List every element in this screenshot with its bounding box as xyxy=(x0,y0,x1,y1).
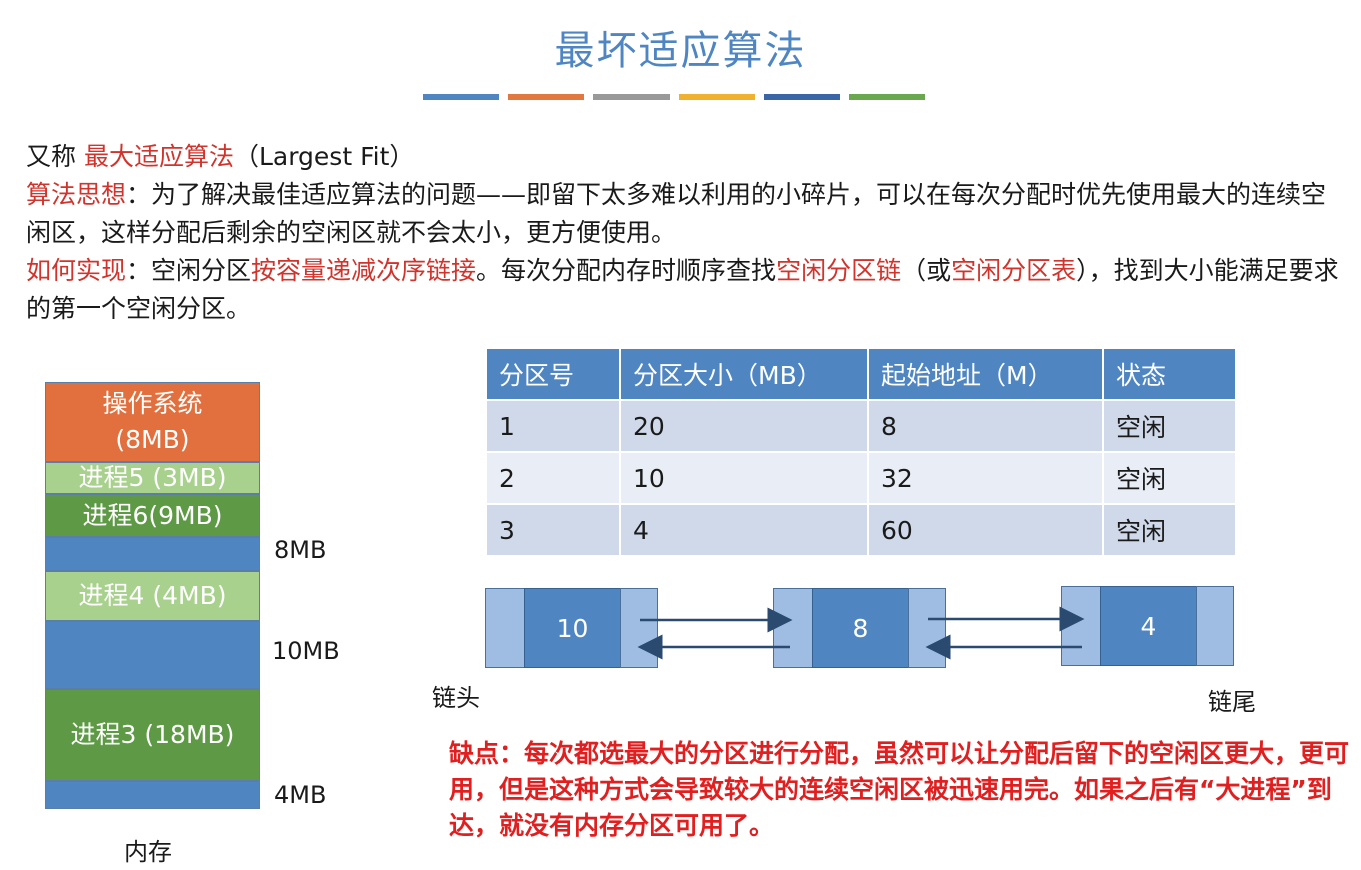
drawback-note: 缺点：每次都选最大的分区进行分配，虽然可以让分配后留下的空闲区更大，更可用，但是… xyxy=(449,739,1350,840)
highlight-text: 空闲分区链 xyxy=(776,256,902,285)
table-cell: 空闲 xyxy=(1103,451,1237,504)
chain-head-label: 链头 xyxy=(432,684,480,712)
highlight-text: 最大适应算法 xyxy=(83,142,234,171)
intro-line-alias: 又称 最大适应算法（Largest Fit） xyxy=(26,138,1346,176)
os-block: 操作系统 (8MB) xyxy=(45,382,260,462)
text: （Largest Fit） xyxy=(233,142,415,171)
intro-line-impl: 如何实现：空闲分区按容量递减次序链接。每次分配内存时顺序查找空闲分区链（或空闲分… xyxy=(26,252,1346,328)
highlight-text: 空闲分区表 xyxy=(951,256,1077,285)
table-cell: 空闲 xyxy=(1103,399,1237,452)
free-block-8mb xyxy=(45,537,260,571)
table-cell: 3 xyxy=(487,503,621,555)
table-row: 1 20 8 空闲 xyxy=(487,399,1237,452)
memory-label: 内存 xyxy=(124,838,172,866)
table-header: 起始地址（M） xyxy=(868,349,1104,400)
text: ：为了解决最佳适应算法的问题——即留下太多难以利用的小碎片，可以在每次分配时优先… xyxy=(26,180,1327,247)
free-size-label: 4MB xyxy=(274,781,327,809)
table-header-row: 分区号 分区大小（MB） 起始地址（M） 状态 xyxy=(487,349,1237,400)
accent-bar xyxy=(678,94,755,100)
free-size-label: 8MB xyxy=(274,536,327,564)
table-header: 分区大小（MB） xyxy=(620,349,869,400)
node-size: 8 xyxy=(812,588,909,668)
text: （或 xyxy=(901,256,952,285)
free-partition-table: 分区号 分区大小（MB） 起始地址（M） 状态 1 20 8 空闲 2 10 3… xyxy=(487,349,1237,555)
accent-bars xyxy=(423,94,926,100)
process4-block: 进程4 (4MB) xyxy=(45,571,260,621)
table-header: 分区号 xyxy=(487,349,621,400)
highlight-text: 算法思想 xyxy=(26,180,127,209)
free-size-label: 10MB xyxy=(272,637,340,665)
table-row: 2 10 32 空闲 xyxy=(487,451,1237,504)
highlight-text: 如何实现 xyxy=(26,256,127,285)
node-prev-pointer xyxy=(485,588,525,668)
table-cell: 60 xyxy=(868,503,1104,555)
node-size: 10 xyxy=(524,588,621,668)
accent-bar xyxy=(423,94,500,100)
text: ），找到大小能满足要求的第一个空闲分区。 xyxy=(26,256,1339,323)
text: 又称 xyxy=(26,142,84,171)
table-cell: 空闲 xyxy=(1103,503,1237,555)
text: ：空闲分区 xyxy=(126,256,252,285)
process5-block: 进程5 (3MB) xyxy=(45,462,260,494)
process3-block: 进程3 (18MB) xyxy=(45,689,260,781)
table-cell: 10 xyxy=(620,451,869,504)
intro-line-idea: 算法思想：为了解决最佳适应算法的问题——即留下太多难以利用的小碎片，可以在每次分… xyxy=(26,176,1346,252)
table-cell: 4 xyxy=(620,503,869,555)
process6-block: 进程6(9MB) xyxy=(45,494,260,537)
text: 。每次分配内存时顺序查找 xyxy=(476,256,777,285)
table-cell: 2 xyxy=(487,451,621,504)
chain-node-2: 8 xyxy=(773,588,946,668)
intro-paragraph: 又称 最大适应算法（Largest Fit） 算法思想：为了解决最佳适应算法的问… xyxy=(26,138,1346,328)
page-title: 最坏适应算法 xyxy=(554,28,807,74)
table-cell: 8 xyxy=(868,399,1104,452)
table-cell: 1 xyxy=(487,399,621,452)
node-size: 4 xyxy=(1100,586,1197,666)
free-block-10mb xyxy=(45,621,260,689)
chain-node-1: 10 xyxy=(485,588,658,668)
table-header: 状态 xyxy=(1103,349,1237,400)
highlight-text: 按容量递减次序链接 xyxy=(251,256,477,285)
accent-bar xyxy=(508,94,585,100)
table-row: 3 4 60 空闲 xyxy=(487,503,1237,555)
accent-bar xyxy=(593,94,670,100)
free-block-4mb xyxy=(45,781,260,809)
accent-bar xyxy=(763,94,840,100)
chain-tail-label: 链尾 xyxy=(1208,688,1256,716)
accent-bar xyxy=(848,94,926,100)
table-cell: 32 xyxy=(868,451,1104,504)
node-next-pointer xyxy=(1196,586,1234,666)
table-cell: 20 xyxy=(620,399,869,452)
